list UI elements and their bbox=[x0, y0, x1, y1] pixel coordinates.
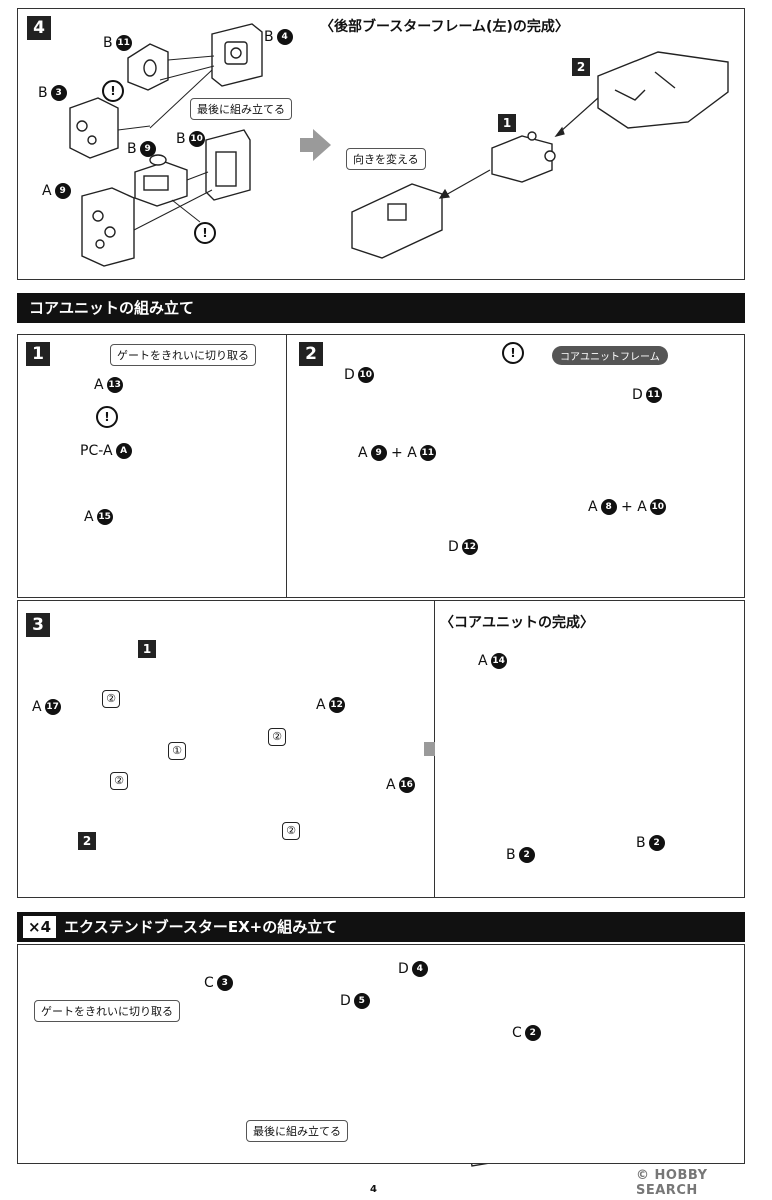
order-marker: ② bbox=[110, 772, 128, 790]
step-number: 1 bbox=[26, 342, 50, 366]
note-change-direction: 向きを変える bbox=[346, 148, 426, 170]
note-assemble-last: 最後に組み立てる bbox=[246, 1120, 348, 1142]
booster-header-title: エクステンドブースターEX+の組み立て bbox=[64, 918, 338, 936]
note-assemble-last: 最後に組み立てる bbox=[190, 98, 292, 120]
order-marker: ① bbox=[168, 742, 186, 760]
flow-arrow-shaft bbox=[424, 742, 438, 756]
core-complete-panel bbox=[435, 600, 745, 898]
warning-icon: ! bbox=[194, 222, 216, 244]
booster-header: ×4 エクステンドブースターEX+の組み立て bbox=[17, 912, 745, 942]
core-step3-panel bbox=[17, 600, 435, 898]
order-marker: ② bbox=[268, 728, 286, 746]
warning-icon: ! bbox=[102, 80, 124, 102]
booster-panel bbox=[17, 944, 745, 1164]
sub-number: 2 bbox=[78, 832, 96, 850]
step-number: 3 bbox=[26, 613, 50, 637]
quantity-badge: ×4 bbox=[23, 916, 57, 938]
warning-icon: ! bbox=[502, 342, 524, 364]
warning-icon: ! bbox=[96, 406, 118, 428]
rear-booster-complete-title: 〈後部ブースターフレーム(左)の完成〉 bbox=[320, 19, 569, 35]
order-marker: ② bbox=[282, 822, 300, 840]
sub-number: 1 bbox=[498, 114, 516, 132]
sub-number: 2 bbox=[572, 58, 590, 76]
watermark-logo: © HOBBY SEARCH bbox=[636, 1168, 708, 1198]
flow-arrow-shaft bbox=[300, 138, 314, 152]
note-cut-gate: ゲートをきれいに切り取る bbox=[34, 1000, 180, 1022]
core-unit-complete-title: 〈コアユニットの完成〉 bbox=[440, 615, 594, 631]
order-marker: ② bbox=[102, 690, 120, 708]
flow-arrow-icon bbox=[313, 129, 331, 161]
note-cut-gate: ゲートをきれいに切り取る bbox=[110, 344, 256, 366]
step-number: 4 bbox=[27, 16, 51, 40]
step-number: 2 bbox=[299, 342, 323, 366]
page-number: 4 bbox=[370, 1184, 377, 1195]
sub-number: 1 bbox=[138, 640, 156, 658]
core-step1-panel bbox=[17, 334, 287, 598]
core-unit-frame-label: コアユニットフレーム bbox=[552, 346, 668, 365]
core-unit-header: コアユニットの組み立て bbox=[17, 293, 745, 323]
